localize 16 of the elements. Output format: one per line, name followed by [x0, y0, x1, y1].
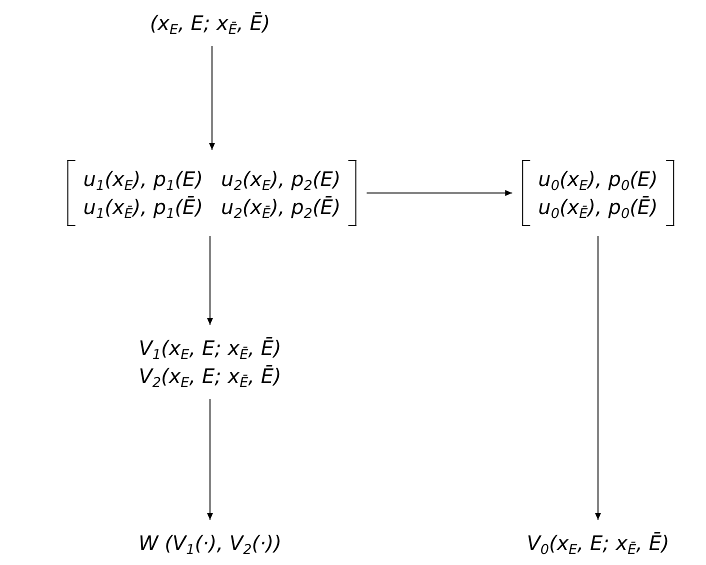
formula: u$_{1}$(x$_{Ē}$), p$_{1}$(Ē)	[83, 194, 203, 220]
formula: u$_{0}$(x$_{Ē}$), p$_{0}$(Ē)	[538, 194, 658, 220]
arrow	[366, 190, 513, 196]
formula: W (V$_{1}$(·), V$_{2}$(·))	[138, 530, 282, 556]
arrow	[207, 398, 213, 520]
formula: (x$_{E}$, E; x$_{Ē}$, Ē)	[150, 10, 270, 36]
formula: V$_{2}$(x$_{E}$, E; x$_{Ē}$, Ē)	[138, 363, 282, 389]
formula: V$_{1}$(x$_{E}$, E; x$_{Ē}$, Ē)	[138, 335, 282, 361]
formula: u$_{2}$(x$_{E}$), p$_{2}$(E)	[221, 166, 341, 192]
formula: u$_{0}$(x$_{E}$), p$_{0}$(E)	[538, 166, 658, 192]
arrow	[595, 236, 601, 520]
formula: V$_{0}$(x$_{E}$, E; x$_{Ē}$, Ē)	[526, 530, 670, 556]
arrow	[207, 236, 213, 326]
formula: u$_{2}$(x$_{Ē}$), p$_{2}$(Ē)	[221, 194, 341, 220]
formula: u$_{1}$(x$_{E}$), p$_{1}$(E)	[83, 166, 203, 192]
arrow	[209, 46, 215, 150]
